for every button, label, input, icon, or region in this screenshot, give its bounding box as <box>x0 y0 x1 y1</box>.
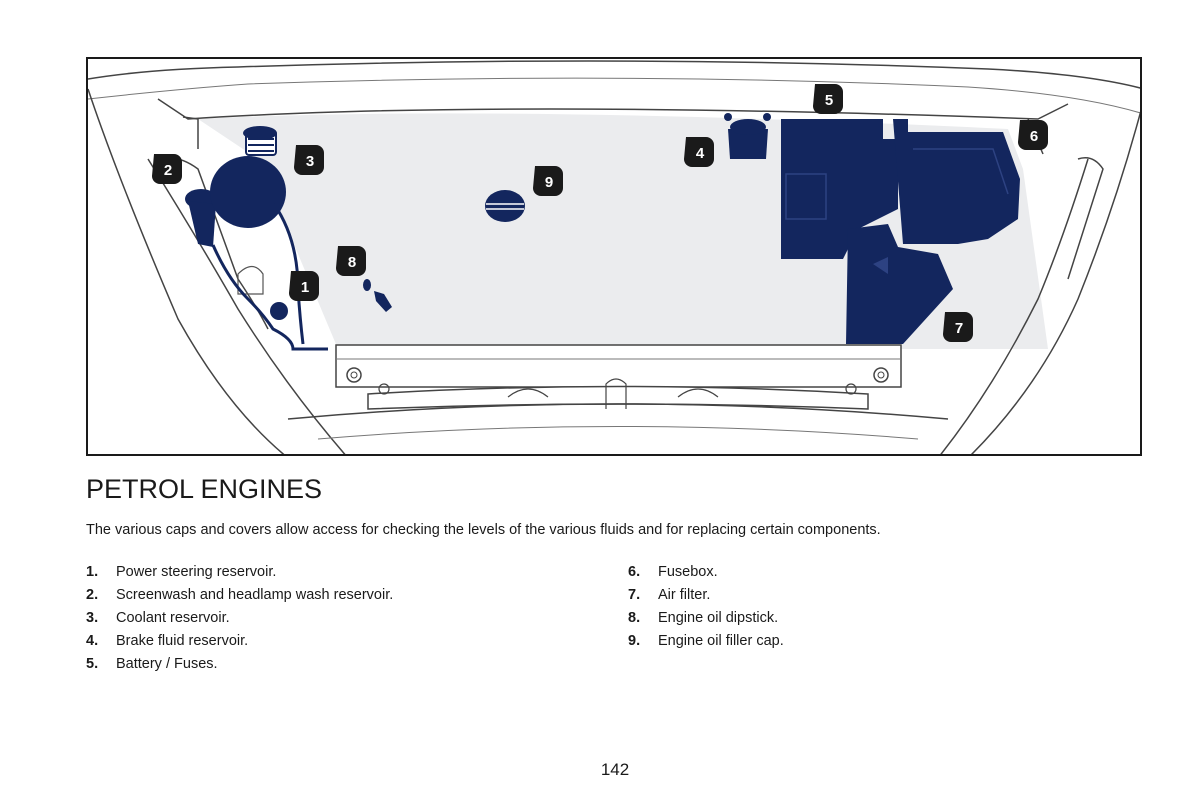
item-label: Engine oil filler cap. <box>658 633 784 649</box>
callout-8-label: 8 <box>348 254 356 271</box>
list-item: 9. Engine oil filler cap. <box>628 631 784 654</box>
engine-oil-filler-cap <box>485 190 525 222</box>
coolant-cap <box>243 126 277 156</box>
engine-bay-illustration: 1 2 3 4 5 6 7 8 <box>88 60 1140 454</box>
item-label: Screenwash and headlamp wash reservoir. <box>116 587 394 603</box>
item-label: Fusebox. <box>658 564 718 580</box>
list-item: 2. Screenwash and headlamp wash reservoir… <box>86 585 393 608</box>
callout-6-label: 6 <box>1030 128 1038 145</box>
list-item: 1. Power steering reservoir. <box>86 562 393 585</box>
component-list-right: 6. Fusebox. 7. Air filter. 8. Engine oil di… <box>628 562 784 654</box>
left-wing-outline <box>88 88 285 454</box>
item-label: Air filter. <box>658 587 711 603</box>
item-number: 3. <box>86 610 99 626</box>
callout-6: 6 <box>1018 120 1048 150</box>
front-crossmember <box>335 344 902 388</box>
item-number: 7. <box>628 587 641 603</box>
callout-5: 5 <box>813 84 843 114</box>
callout-7: 7 <box>943 312 973 342</box>
callout-1-label: 1 <box>301 279 309 296</box>
callout-5-label: 5 <box>825 92 833 109</box>
list-item: 8. Engine oil dipstick. <box>628 608 784 631</box>
callout-4-label: 4 <box>696 145 705 162</box>
brake-fluid-reservoir <box>724 113 771 159</box>
callout-8: 8 <box>336 246 366 276</box>
callout-1: 1 <box>289 271 319 301</box>
callout-2: 2 <box>152 154 182 184</box>
item-number: 2. <box>86 587 99 603</box>
item-number: 6. <box>628 564 641 580</box>
item-number: 5. <box>86 656 99 672</box>
item-label: Brake fluid reservoir. <box>116 633 249 649</box>
callout-4: 4 <box>684 137 714 167</box>
item-number: 8. <box>628 610 641 626</box>
callout-7-label: 7 <box>955 320 963 337</box>
power-steering-reservoir <box>211 244 328 351</box>
intro-paragraph: The various caps and covers allow access… <box>86 522 881 538</box>
item-label: Coolant reservoir. <box>116 610 230 626</box>
air-filter <box>846 224 953 344</box>
item-label: Engine oil dipstick. <box>658 610 779 626</box>
engine-bay-figure: 1 2 3 4 5 6 7 8 <box>86 57 1142 456</box>
callout-3: 3 <box>294 145 324 175</box>
bonnet-edge-line <box>88 60 1140 89</box>
component-list-left: 1. Power steering reservoir. 2. Screenwash… <box>86 562 393 677</box>
item-number: 4. <box>86 633 99 649</box>
callout-2-label: 2 <box>164 162 172 179</box>
page-title: PETROL ENGINES <box>86 474 323 504</box>
item-number: 1. <box>86 564 99 580</box>
list-item: 7. Air filter. <box>628 585 784 608</box>
callout-9-label: 9 <box>545 174 553 191</box>
page-number: 142 <box>600 760 630 779</box>
engine-oil-dipstick <box>363 279 392 312</box>
right-wing-outline <box>970 111 1140 454</box>
item-label: Battery / Fuses. <box>116 656 218 672</box>
fusebox <box>893 119 1020 244</box>
battery-block <box>781 119 898 259</box>
list-item: 4. Brake fluid reservoir. <box>86 631 393 654</box>
list-item: 6. Fusebox. <box>628 562 784 585</box>
screenwash-reservoir <box>185 189 217 247</box>
item-label: Power steering reservoir. <box>116 564 277 580</box>
callout-3-label: 3 <box>306 153 314 170</box>
item-number: 9. <box>628 633 641 649</box>
list-item: 3. Coolant reservoir. <box>86 608 393 631</box>
list-item: 5. Battery / Fuses. <box>86 654 393 677</box>
callout-9: 9 <box>533 166 563 196</box>
